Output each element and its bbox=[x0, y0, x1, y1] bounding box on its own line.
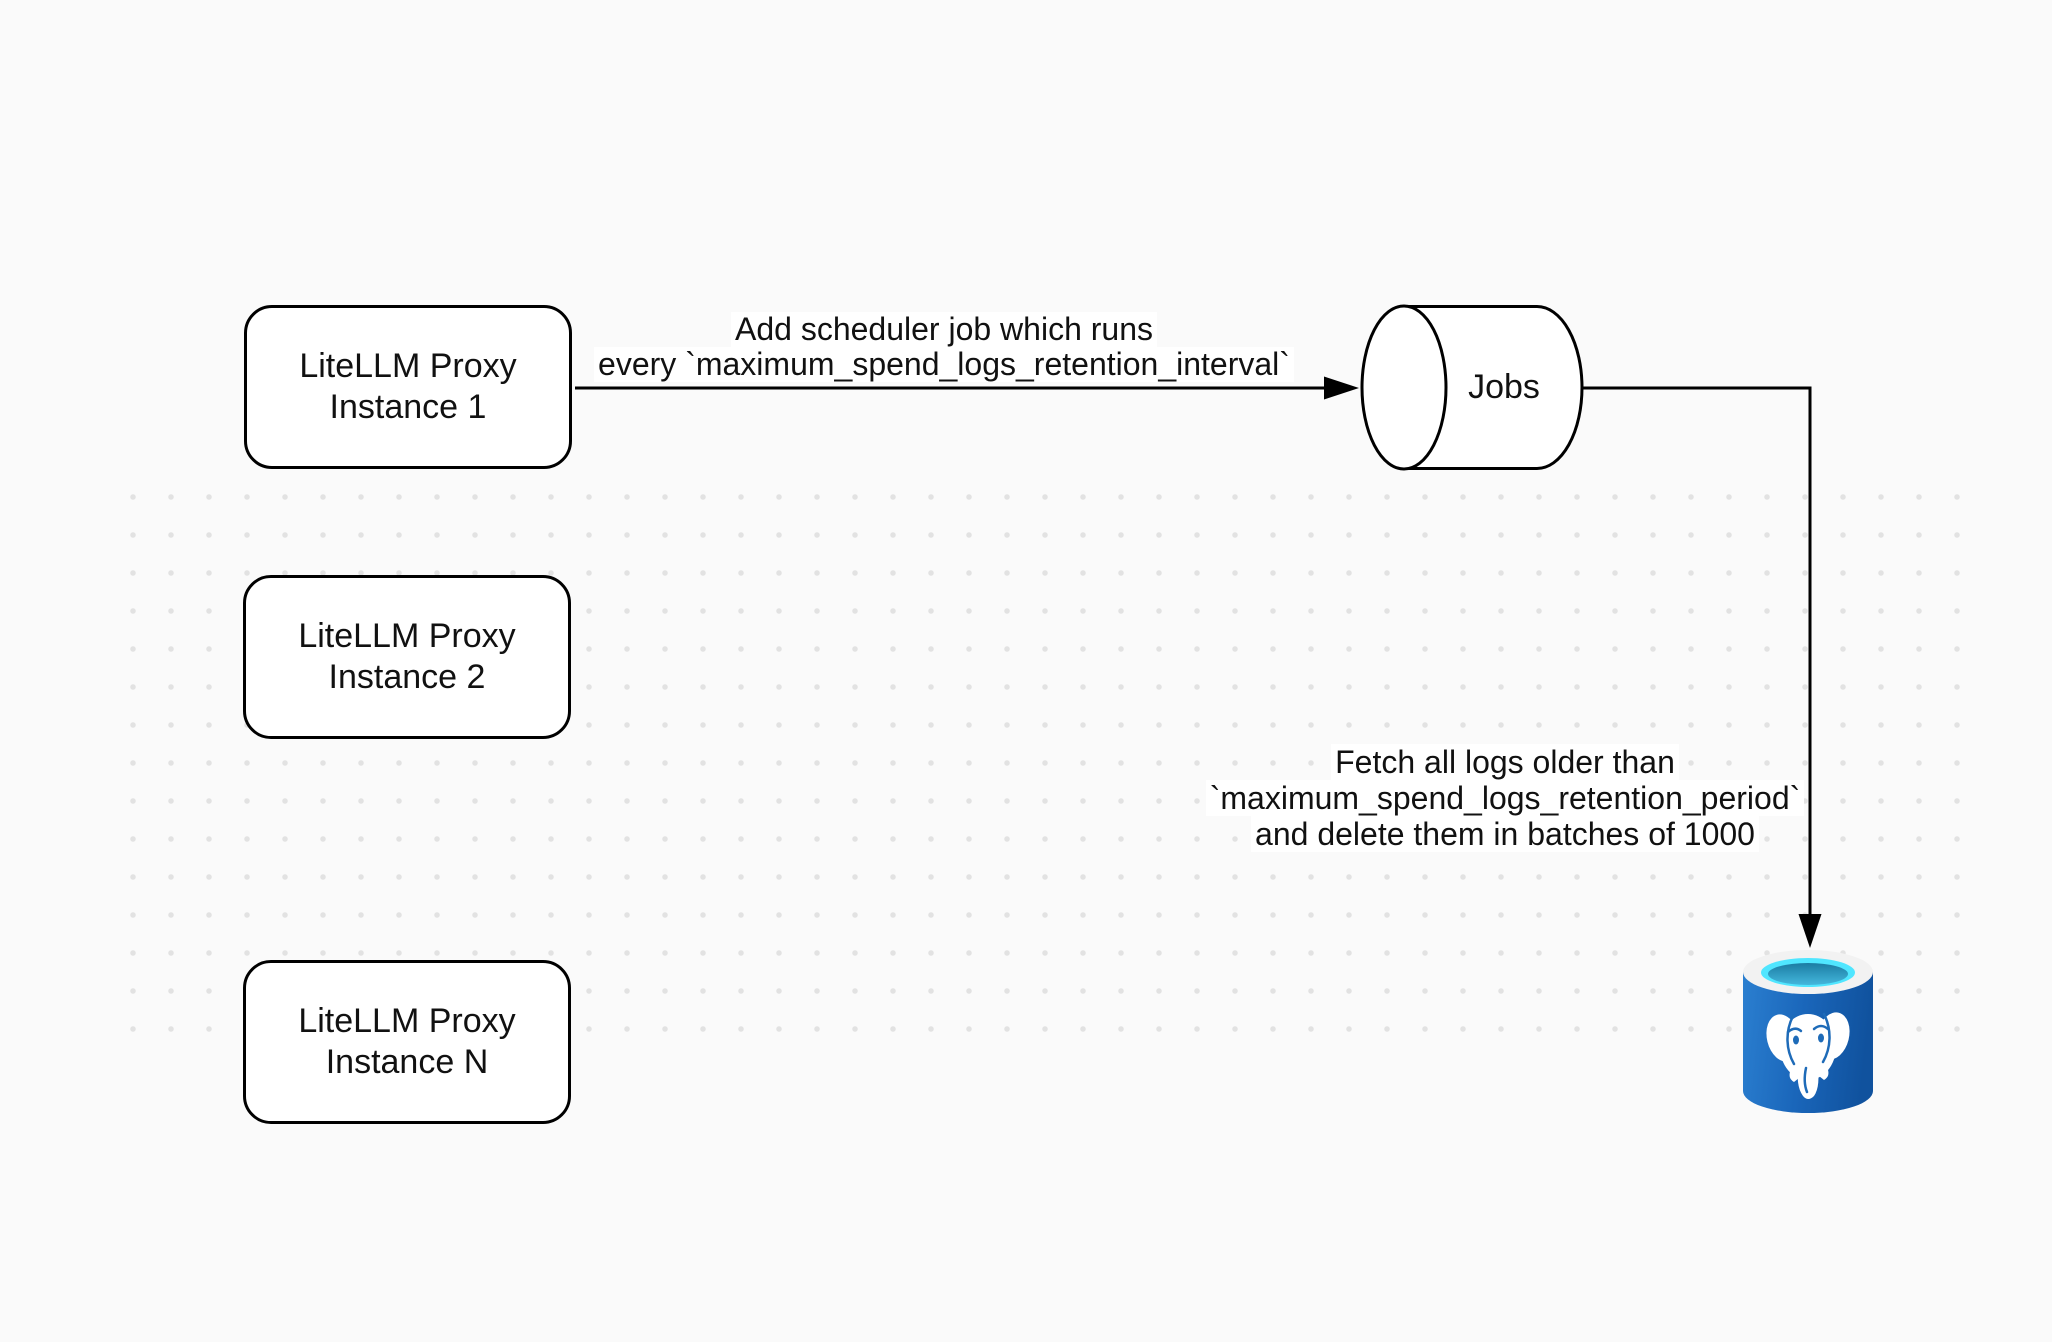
jobs-queue-shape bbox=[1360, 304, 1584, 471]
edge-label-scheduler: Add scheduler job which runs every `maxi… bbox=[544, 312, 1344, 382]
node-litellm-proxy-instance-n: LiteLLM Proxy Instance N bbox=[243, 960, 571, 1124]
jobs-queue-label: Jobs bbox=[1468, 367, 1540, 406]
edge-label-fetch-delete: Fetch all logs older than `maximum_spend… bbox=[1105, 744, 1905, 852]
edge-delete-arrow bbox=[1582, 386, 1822, 948]
node-label-line: Instance 2 bbox=[328, 658, 486, 696]
edge-schedule-arrow bbox=[575, 376, 1359, 400]
node-label-line: Instance N bbox=[325, 1043, 489, 1081]
postgres-elephant-logo bbox=[1766, 1012, 1850, 1099]
edge-label-line: and delete them in batches of 1000 bbox=[1251, 816, 1759, 852]
node-label-line: LiteLLM Proxy bbox=[299, 347, 517, 385]
edge-label-line: Fetch all logs older than bbox=[1331, 744, 1679, 780]
arrowhead-down-icon bbox=[1798, 914, 1822, 948]
node-label-line: Instance 1 bbox=[329, 388, 487, 426]
edge-label-line: `maximum_spend_logs_retention_period` bbox=[1205, 780, 1805, 816]
arrowhead-right-icon bbox=[1324, 376, 1359, 400]
node-litellm-proxy-instance-1: LiteLLM Proxy Instance 1 bbox=[244, 305, 572, 469]
postgres-database-icon bbox=[1743, 950, 1873, 1113]
node-litellm-proxy-instance-2: LiteLLM Proxy Instance 2 bbox=[243, 575, 571, 739]
edge-label-line: every `maximum_spend_logs_retention_inte… bbox=[594, 347, 1294, 382]
edge-label-line: Add scheduler job which runs bbox=[730, 312, 1157, 347]
db-liquid bbox=[1768, 963, 1848, 985]
node-label-line: LiteLLM Proxy bbox=[298, 1002, 516, 1040]
node-label-line: LiteLLM Proxy bbox=[298, 617, 516, 655]
